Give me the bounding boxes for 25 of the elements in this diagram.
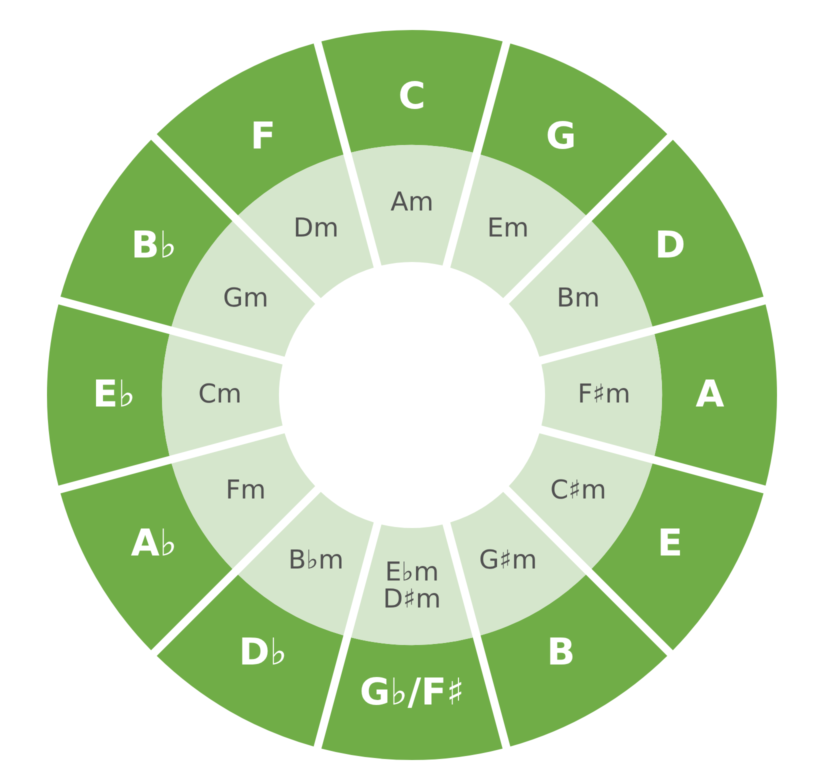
major-key-name: F (250, 118, 276, 156)
major-key-name: G (546, 118, 576, 156)
minor-key-name: Cm (198, 381, 242, 409)
major-key-name: B (546, 634, 576, 672)
minor-key-name: E♭m (384, 560, 440, 587)
minor-key-name: Fm (226, 477, 266, 505)
minor-key-name: Am (390, 189, 434, 217)
minor-key-name: F♯m (578, 381, 630, 409)
major-key-name: E♭ (92, 376, 136, 414)
minor-key-name: B♭m (288, 548, 344, 575)
major-key-name: B♭ (131, 226, 177, 266)
minor-key-name: Bm (556, 285, 600, 313)
major-key-name: A♭ (130, 524, 177, 564)
major-key-name: D♭ (238, 634, 288, 672)
minor-key-name: D♯m (383, 587, 441, 614)
minor-key-name: Dm (293, 215, 339, 242)
major-key-name: A (696, 376, 724, 414)
minor-key-name: Gm (222, 285, 268, 313)
minor-key-name: C♯m (550, 477, 606, 505)
minor-key-name: Em (487, 215, 529, 242)
minor-key-name: G♯m (478, 548, 538, 575)
major-key-name: D (654, 226, 686, 266)
major-key-name: G♭/F♯ (360, 674, 464, 712)
major-key-name: C (398, 78, 426, 116)
major-key-name: E (657, 524, 683, 564)
